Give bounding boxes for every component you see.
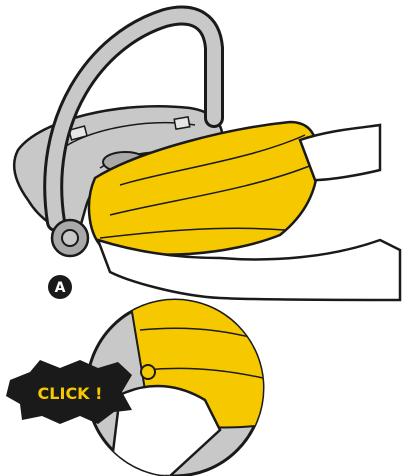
callout-badge: A xyxy=(48,275,72,299)
callout-letter: A xyxy=(55,280,66,296)
burst-text: CLICK ! xyxy=(38,384,103,403)
